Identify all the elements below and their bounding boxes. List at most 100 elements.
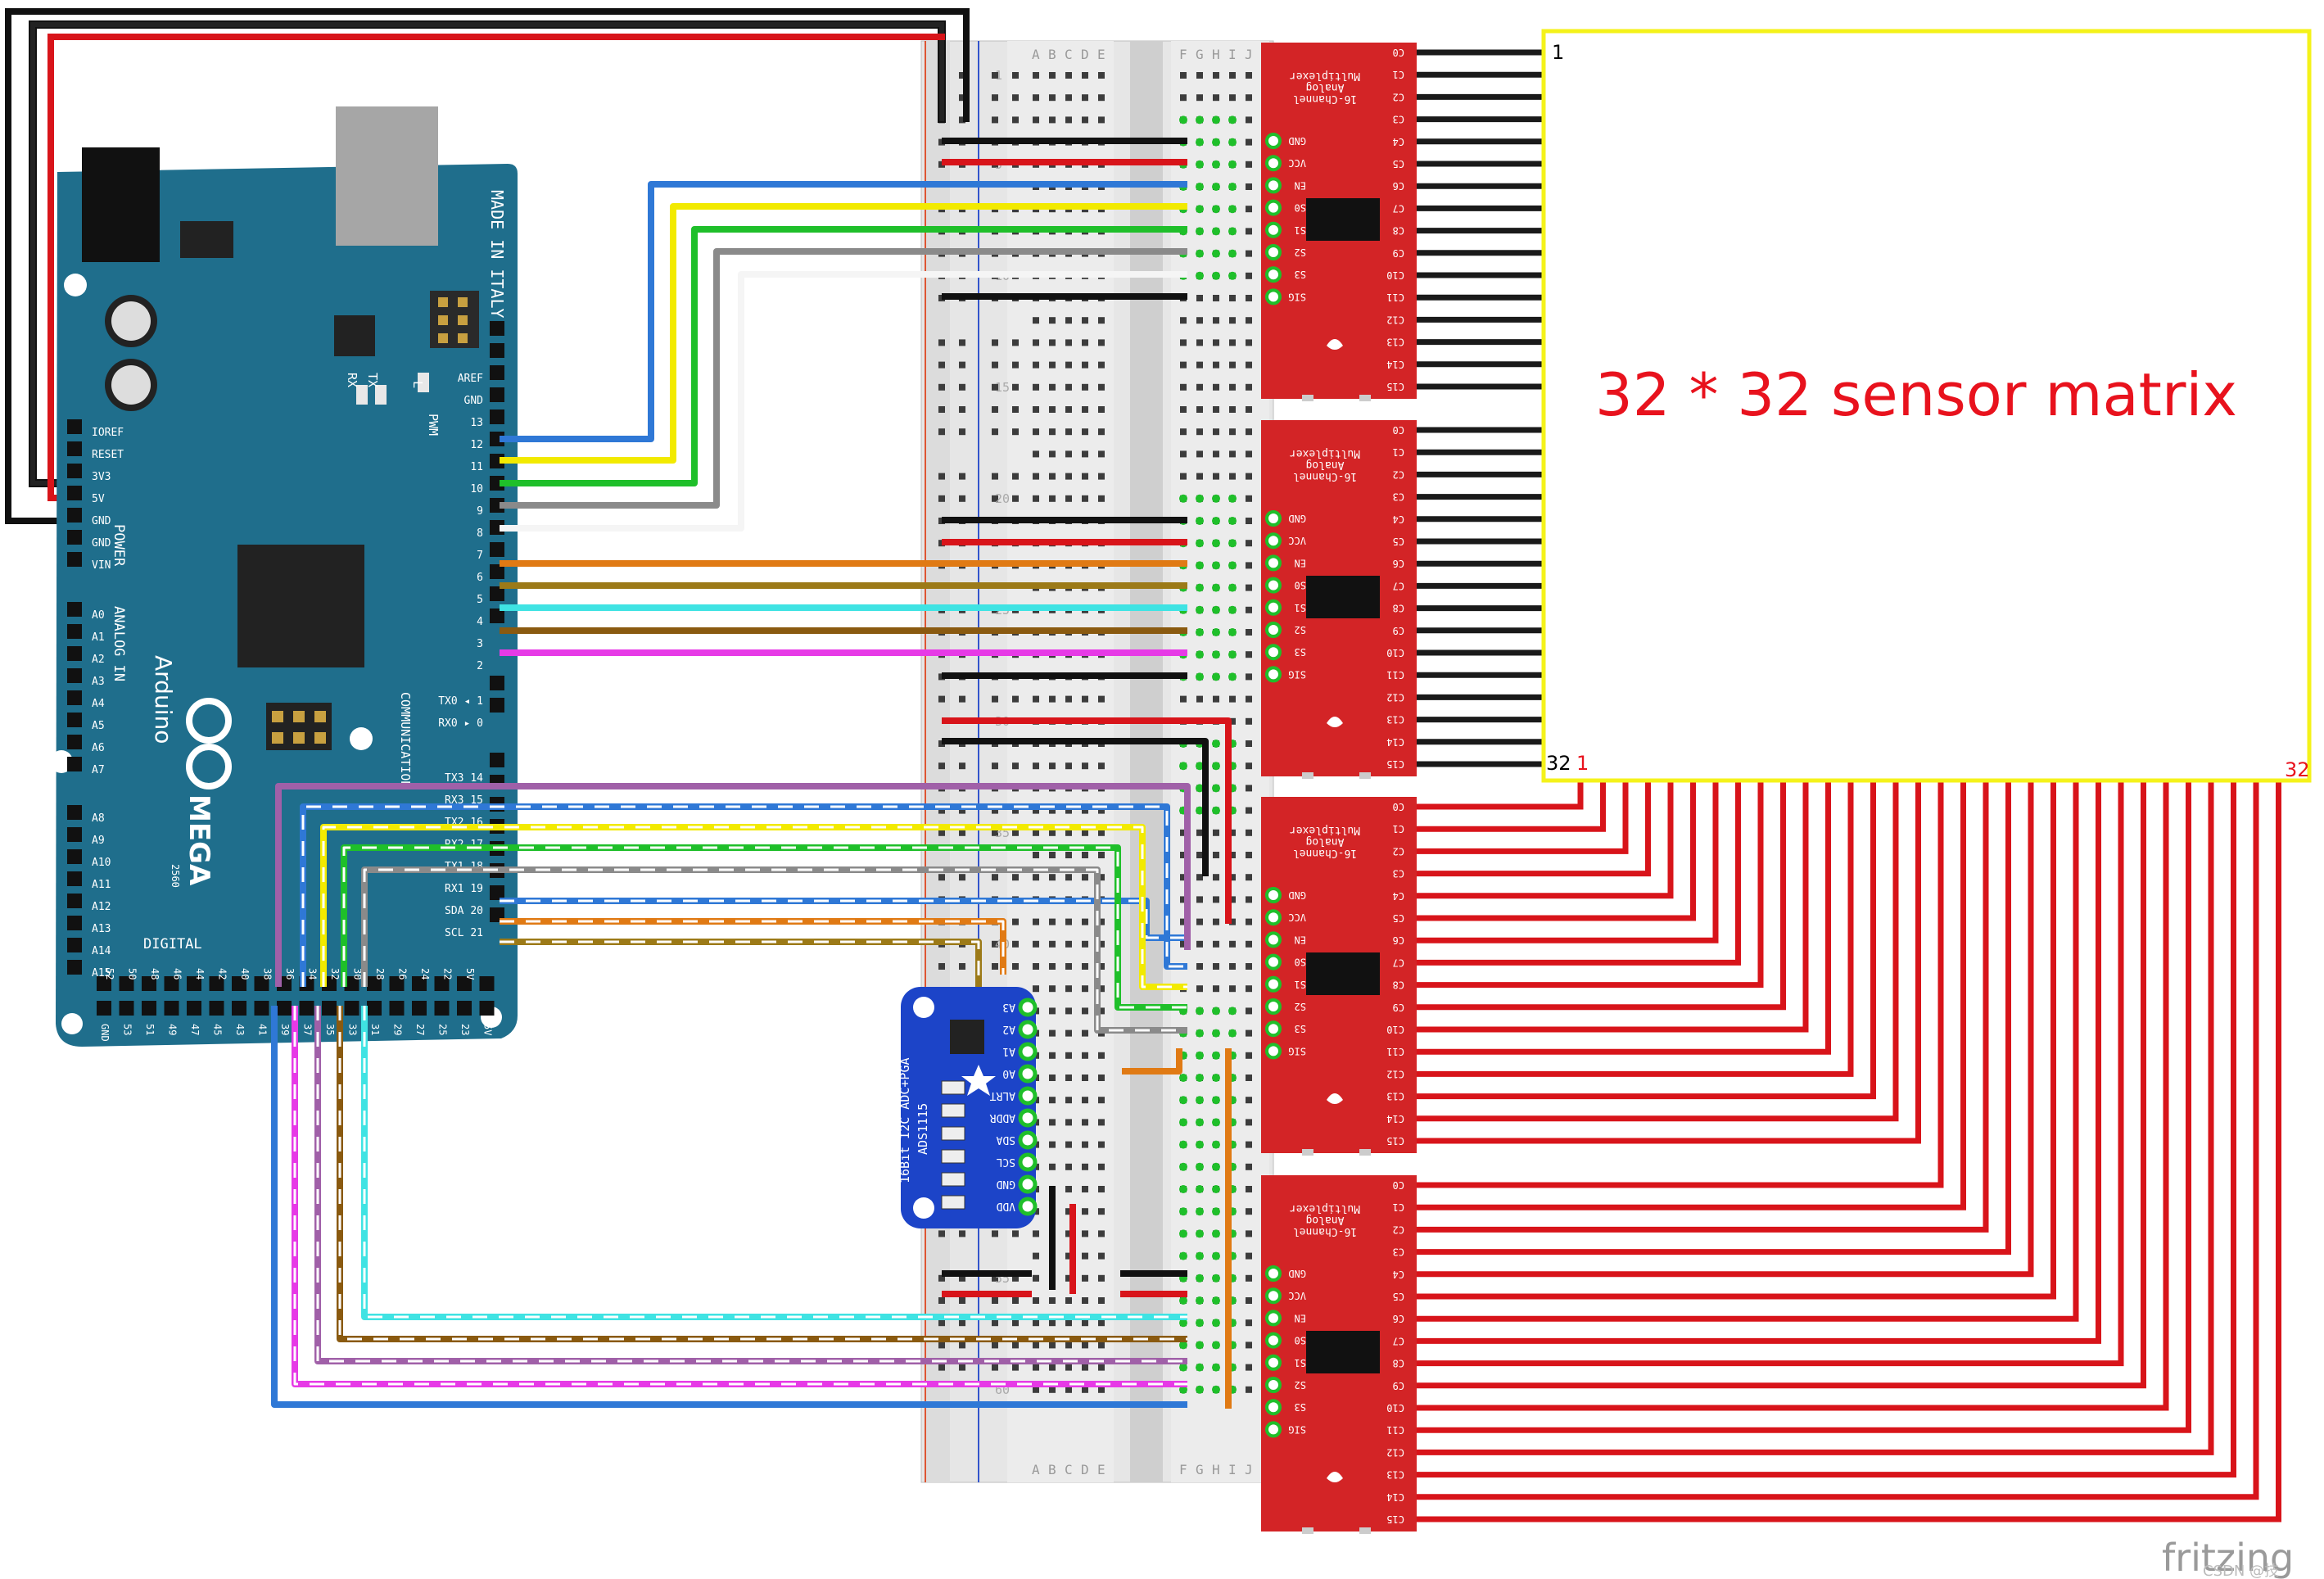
breadboard-hole: [1065, 1141, 1072, 1148]
header-pin: [97, 1001, 111, 1016]
icsp-pin: [438, 315, 448, 325]
rail-hole: [938, 963, 945, 970]
breadboard-hole: [1049, 1097, 1056, 1104]
breadboard-hole: [1246, 896, 1252, 903]
rail-hole: [1012, 695, 1019, 703]
connected-hole: [1179, 1296, 1187, 1305]
breadboard-hole: [1049, 852, 1056, 858]
power-pin-label: IOREF: [92, 427, 124, 439]
header-pin: [490, 365, 504, 380]
header-pin: [67, 805, 82, 820]
breadboard-hole: [1033, 1386, 1039, 1393]
breadboard-column-label: D: [1081, 47, 1089, 62]
power-pin-label: 3V3: [92, 471, 111, 483]
rail-hole: [1012, 918, 1019, 925]
header-pin: [490, 542, 504, 557]
breadboard-hole: [1196, 896, 1203, 903]
breadboard-hole: [1246, 406, 1252, 413]
breadboard-hole: [1180, 72, 1187, 79]
breadboard-hole: [1246, 940, 1252, 948]
mux-pin: [1265, 1399, 1282, 1416]
breadboard-hole: [1098, 874, 1105, 881]
breadboard-hole: [1098, 495, 1105, 502]
connected-hole: [1212, 1274, 1220, 1283]
mux-notch: [1302, 772, 1313, 779]
header-pin: [479, 1001, 495, 1016]
breadboard-hole: [1246, 829, 1252, 836]
connected-hole: [1228, 1007, 1237, 1016]
breadboard-hole: [1065, 807, 1072, 814]
rail-hole: [959, 406, 965, 413]
mux-pin-label: C14: [1386, 1491, 1404, 1503]
mux-pin-label: C7: [1393, 957, 1404, 968]
mux-pin-label: S1: [1295, 224, 1306, 236]
header-pin: [490, 609, 504, 623]
connected-hole: [1196, 1319, 1204, 1328]
breadboard-row-number: 1: [995, 68, 1002, 83]
connected-hole: [1228, 271, 1237, 280]
pwm-pin-label: 4: [477, 616, 483, 628]
connected-hole: [1179, 1251, 1187, 1260]
mux-pin-label: C5: [1393, 536, 1404, 547]
mux-pin: [1265, 1332, 1282, 1349]
header-pin: [164, 976, 179, 991]
breadboard-hole: [1180, 940, 1187, 948]
breadboard-hole: [1065, 1052, 1072, 1059]
mux-pin-label: C12: [1386, 314, 1404, 325]
breadboard-hole: [1246, 717, 1252, 725]
rail-hole: [938, 762, 945, 770]
breadboard-hole: [1082, 1029, 1088, 1037]
mux-pin-label: S1: [1295, 602, 1306, 613]
mux-notch: [1302, 395, 1313, 401]
breadboard-hole: [1246, 1119, 1252, 1126]
wire: [942, 717, 1232, 924]
power-jack: [82, 147, 160, 262]
breadboard-hole: [1033, 985, 1039, 993]
breadboard-hole: [1196, 963, 1203, 970]
matrix-wires: [1417, 49, 2281, 1522]
breadboard-hole: [1065, 72, 1072, 79]
analog-pin-label: A4: [92, 698, 105, 710]
header-pin: [67, 668, 82, 683]
header-pin: [490, 586, 504, 601]
connected-hole: [1212, 205, 1220, 214]
header-pin: [367, 976, 382, 991]
connected-hole: [1196, 1096, 1204, 1105]
adc-pin-label: VDD: [996, 1200, 1015, 1212]
breadboard-hole: [1246, 206, 1252, 213]
breadboard-hole: [1049, 1119, 1056, 1126]
connected-hole: [1196, 1274, 1204, 1283]
header-pin: [187, 1001, 201, 1016]
power-section-label: POWER: [111, 524, 127, 567]
comm-pin-label: SDA 20: [445, 905, 483, 917]
connected-hole: [1196, 1296, 1204, 1305]
breadboard-hole: [1180, 406, 1187, 413]
header-pin: [67, 624, 82, 639]
digital-pin-label: 27: [414, 1024, 426, 1035]
board-revision-label: 2560: [170, 864, 181, 888]
connected-hole: [1179, 494, 1187, 503]
breadboard-hole: [1065, 1319, 1072, 1327]
breadboard-hole: [1180, 361, 1187, 369]
breadboard-hole: [1246, 1208, 1252, 1215]
breadboard-hole: [1065, 985, 1072, 993]
breadboard-hole: [1196, 985, 1203, 993]
breadboard-hole: [1246, 695, 1252, 703]
digital-pin-label: 36: [284, 968, 296, 980]
mux-title: 16-Channel: [1293, 93, 1357, 105]
breadboard-hole: [1098, 1141, 1105, 1148]
breadboard-hole: [1033, 918, 1039, 925]
mux-pin-label: C15: [1386, 1513, 1404, 1525]
digital-pin-label: 22: [442, 968, 454, 980]
connected-hole: [1212, 784, 1220, 793]
mux-pin-label: C7: [1393, 580, 1404, 591]
breadboard-column-label: B: [1048, 1462, 1056, 1477]
column-wire: [1417, 780, 2034, 1278]
breadboard-hole: [1065, 473, 1072, 480]
rail-hole: [1012, 473, 1019, 480]
smd-component: [941, 1080, 965, 1095]
breadboard-hole: [1049, 1341, 1056, 1349]
rail-hole: [992, 807, 998, 814]
mux-pin-label: C10: [1386, 1402, 1404, 1414]
